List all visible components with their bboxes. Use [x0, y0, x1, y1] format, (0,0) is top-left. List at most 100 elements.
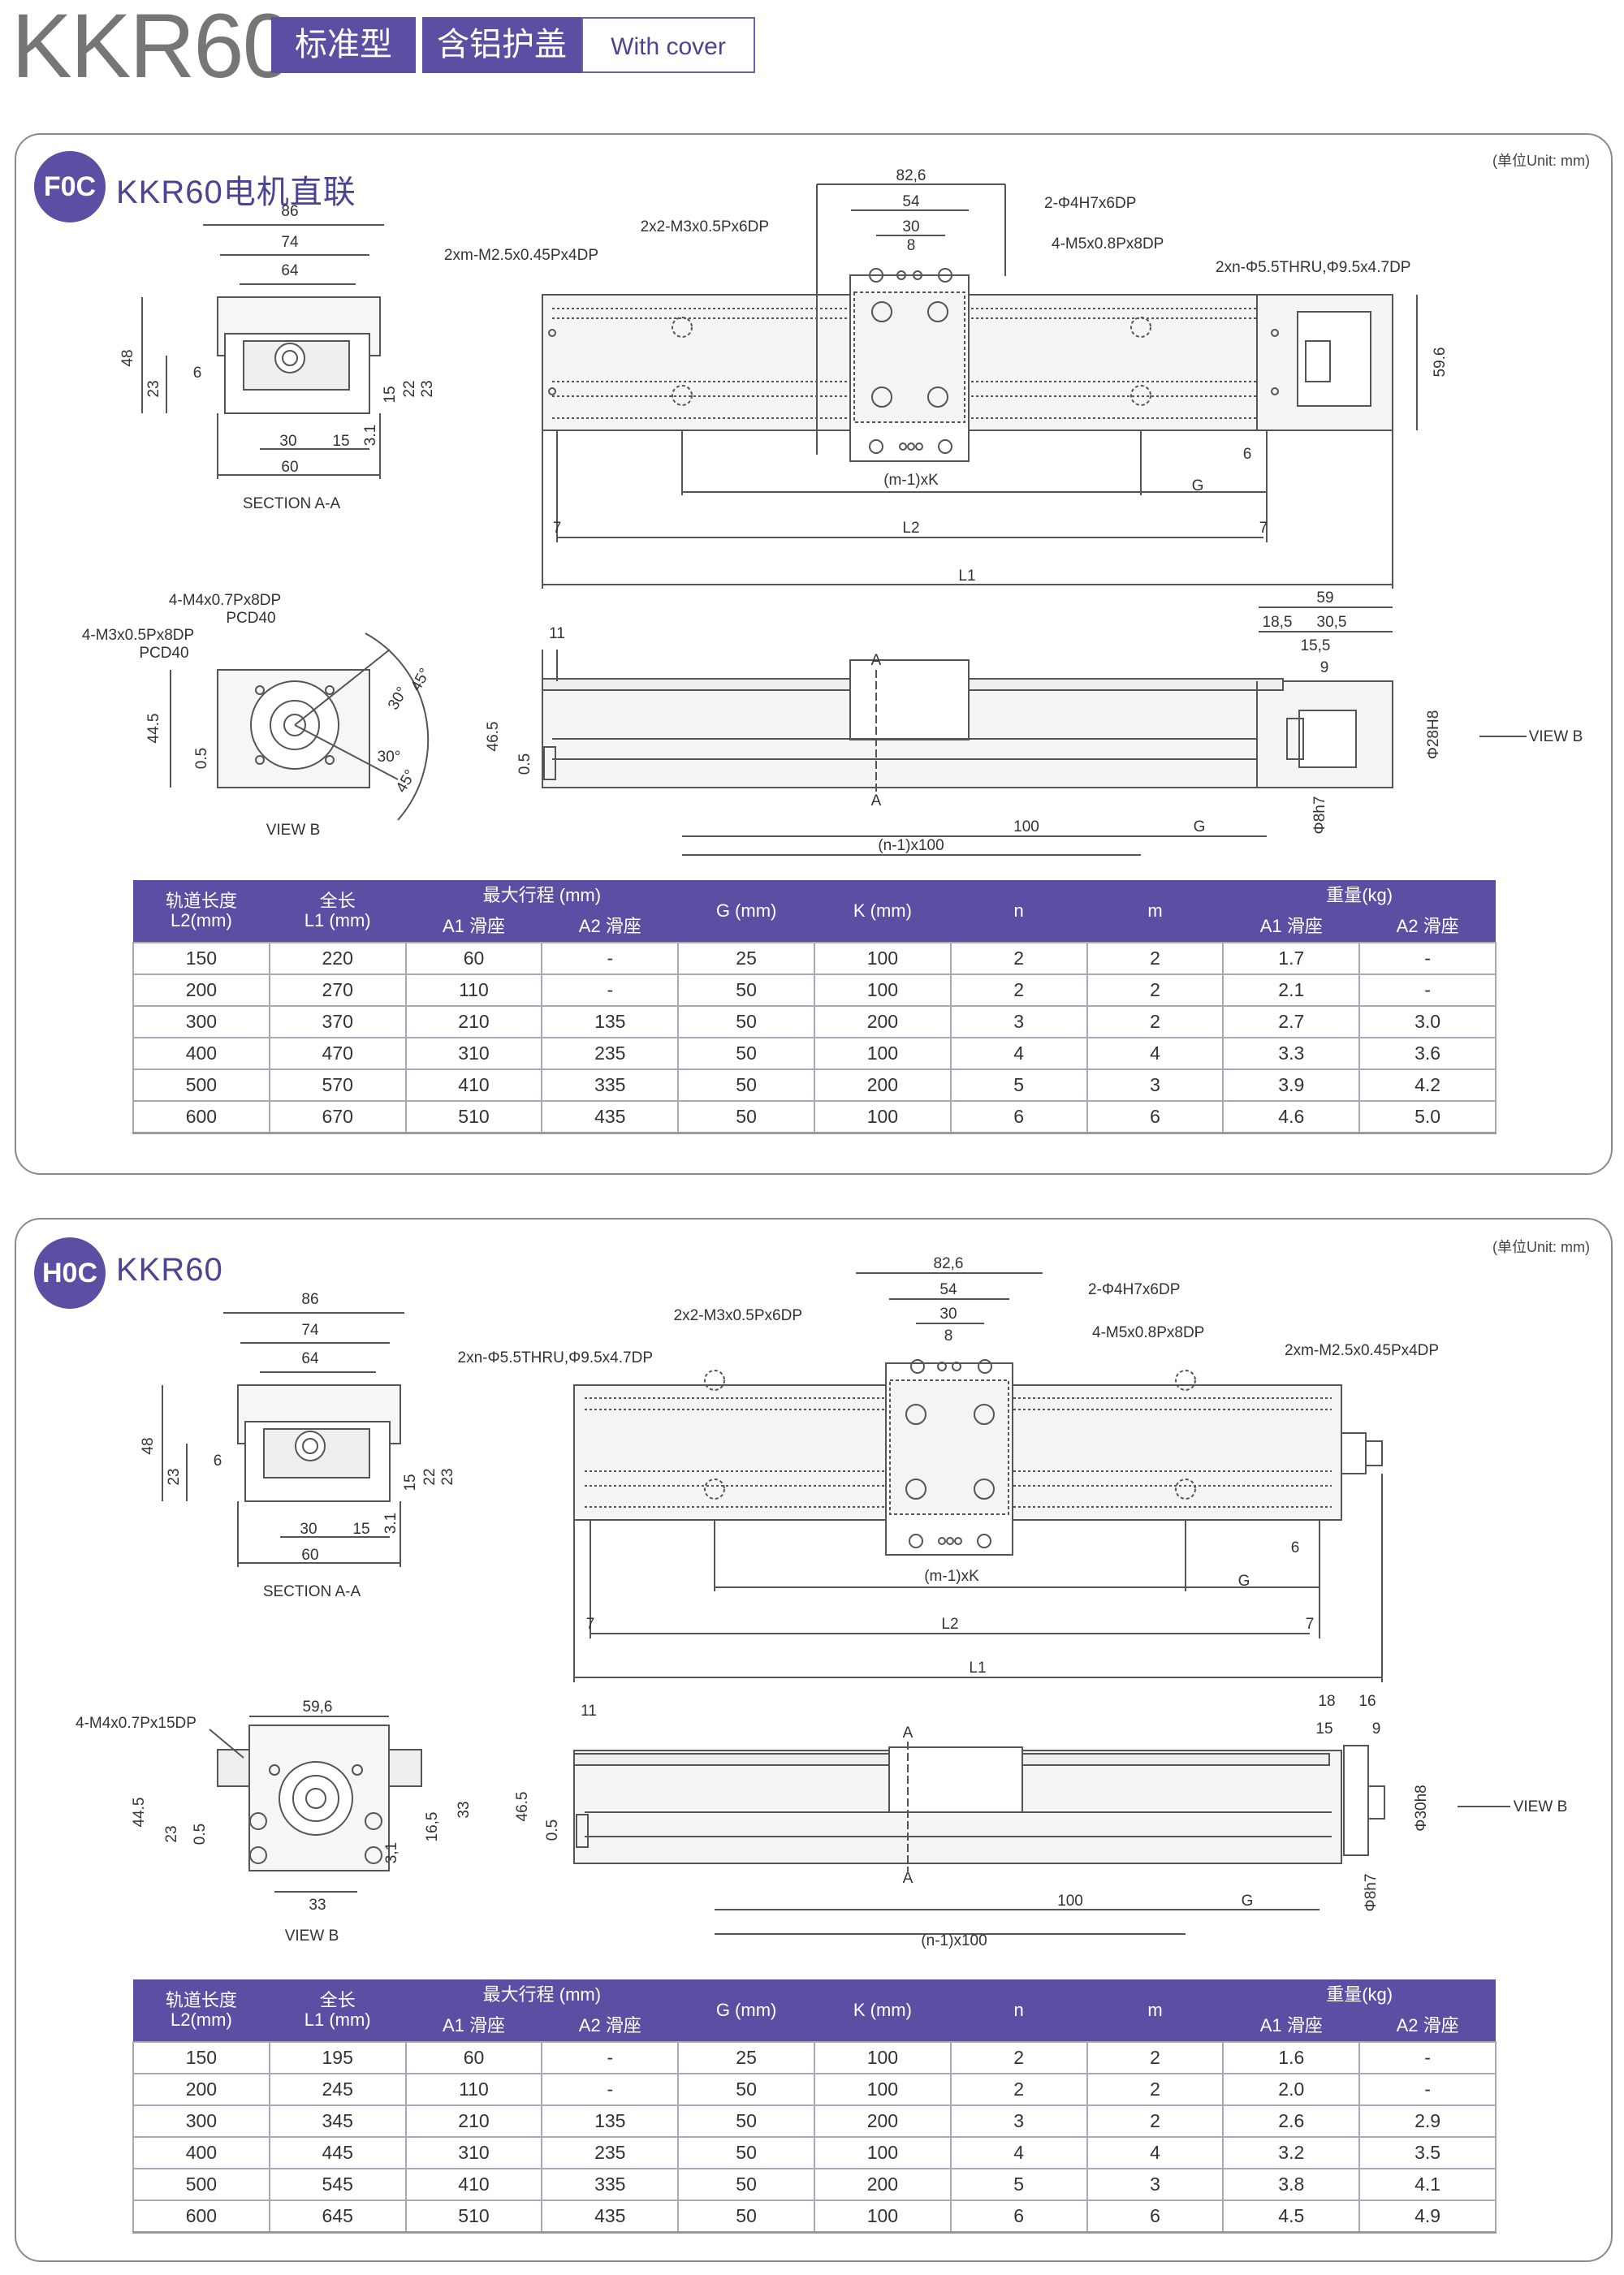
- table-cell: -: [541, 2041, 680, 2074]
- table-cell: 4.9: [1358, 2199, 1497, 2234]
- table-cell: 5.0: [1358, 1100, 1497, 1134]
- table-cell: 135: [541, 2104, 680, 2138]
- table-cell: 435: [541, 2199, 680, 2234]
- header-l1-line: 全长: [319, 1990, 356, 2010]
- table-cell: 310: [404, 2136, 543, 2169]
- table-cell: 1.6: [1222, 2041, 1361, 2074]
- header-l2-line: L2(mm): [171, 910, 232, 930]
- table-cell: 300: [132, 1005, 270, 1038]
- table-cell: 25: [677, 942, 815, 975]
- unit-note: (单位Unit: mm): [1492, 153, 1590, 169]
- header-g: G (mm): [678, 1979, 814, 2042]
- header-stroke-a1: A1 滑座: [405, 2010, 542, 2042]
- table-cell: 200: [813, 1005, 952, 1038]
- table-cell: 4: [949, 2136, 1088, 2169]
- table-cell: 235: [541, 1037, 680, 1070]
- table-cell: 545: [268, 2168, 407, 2201]
- table-cell: 400: [132, 1037, 270, 1070]
- table-cell: 310: [404, 1037, 543, 1070]
- table-cell: 3.3: [1222, 1037, 1361, 1070]
- table-cell: 2: [1086, 2104, 1224, 2138]
- table-cell: 3.9: [1222, 1068, 1361, 1102]
- table-cell: 6: [1086, 2199, 1224, 2234]
- table-cell: -: [1358, 2041, 1497, 2074]
- table-cell: 110: [404, 973, 543, 1007]
- section-title-h0c: KKR60: [116, 1252, 223, 1288]
- header-stroke-a2: A2 滑座: [542, 911, 679, 943]
- table-cell: 670: [268, 1100, 407, 1134]
- header-max-stroke: 最大行程 (mm): [405, 1979, 679, 2010]
- table-cell: 4.2: [1358, 1068, 1497, 1102]
- header-weight: 重量(kg): [1223, 880, 1496, 911]
- table-cell: 510: [404, 1100, 543, 1134]
- table-cell: 100: [813, 1037, 952, 1070]
- table-cell: 500: [132, 2168, 270, 2201]
- table-cell: 3: [949, 2104, 1088, 2138]
- table-cell: 4: [1086, 2136, 1224, 2169]
- header-weight-a1: A1 滑座: [1223, 2010, 1360, 2042]
- table-cell: 2.7: [1222, 1005, 1361, 1038]
- table-cell: 2: [1086, 2041, 1224, 2074]
- table-cell: -: [541, 2073, 680, 2106]
- header-stroke-a2: A2 滑座: [542, 2010, 679, 2042]
- panel-f0c: [15, 133, 1613, 1175]
- table-cell: 50: [677, 2073, 815, 2106]
- header-m: m: [1086, 880, 1224, 943]
- table-cell: 3.6: [1358, 1037, 1497, 1070]
- table-cell: 2: [1086, 2073, 1224, 2106]
- table-cell: 3: [1086, 2168, 1224, 2201]
- table-cell: 400: [132, 2136, 270, 2169]
- table-cell: 210: [404, 1005, 543, 1038]
- table-cell: 410: [404, 1068, 543, 1102]
- table-cell: -: [541, 973, 680, 1007]
- table-cell: 2: [1086, 942, 1224, 975]
- table-cell: 600: [132, 2199, 270, 2234]
- tag-aluminum-cover: 含铝护盖: [422, 17, 581, 73]
- table-cell: -: [541, 942, 680, 975]
- table-cell: 2: [949, 942, 1088, 975]
- table-cell: 500: [132, 1068, 270, 1102]
- header-n: n: [950, 1979, 1087, 2042]
- header-n: n: [950, 880, 1087, 943]
- table-cell: 6: [949, 1100, 1088, 1134]
- table-cell: 50: [677, 2136, 815, 2169]
- header-max-stroke: 最大行程 (mm): [405, 880, 679, 911]
- table-cell: 3.0: [1358, 1005, 1497, 1038]
- table-cell: 335: [541, 1068, 680, 1102]
- table-cell: 2: [949, 2041, 1088, 2074]
- table-cell: 3.5: [1358, 2136, 1497, 2169]
- table-cell: 100: [813, 2073, 952, 2106]
- table-cell: 245: [268, 2073, 407, 2106]
- header-weight-a1: A1 滑座: [1223, 911, 1360, 943]
- table-cell: 100: [813, 2041, 952, 2074]
- header-k: K (mm): [814, 1979, 951, 2042]
- header-m: m: [1086, 1979, 1224, 2042]
- table-cell: 50: [677, 1068, 815, 1102]
- table-cell: 50: [677, 2199, 815, 2234]
- table-cell: 645: [268, 2199, 407, 2234]
- header-k: K (mm): [814, 880, 951, 943]
- table-cell: 2: [949, 973, 1088, 1007]
- table-cell: -: [1358, 942, 1497, 975]
- header-l1-line: 全长: [319, 891, 356, 911]
- table-cell: 6: [1086, 1100, 1224, 1134]
- table-cell: 445: [268, 2136, 407, 2169]
- header-weight-a2: A2 滑座: [1359, 911, 1496, 943]
- table-cell: 135: [541, 1005, 680, 1038]
- table-cell: 2.9: [1358, 2104, 1497, 2138]
- table-cell: 4.1: [1358, 2168, 1497, 2201]
- table-cell: -: [1358, 973, 1497, 1007]
